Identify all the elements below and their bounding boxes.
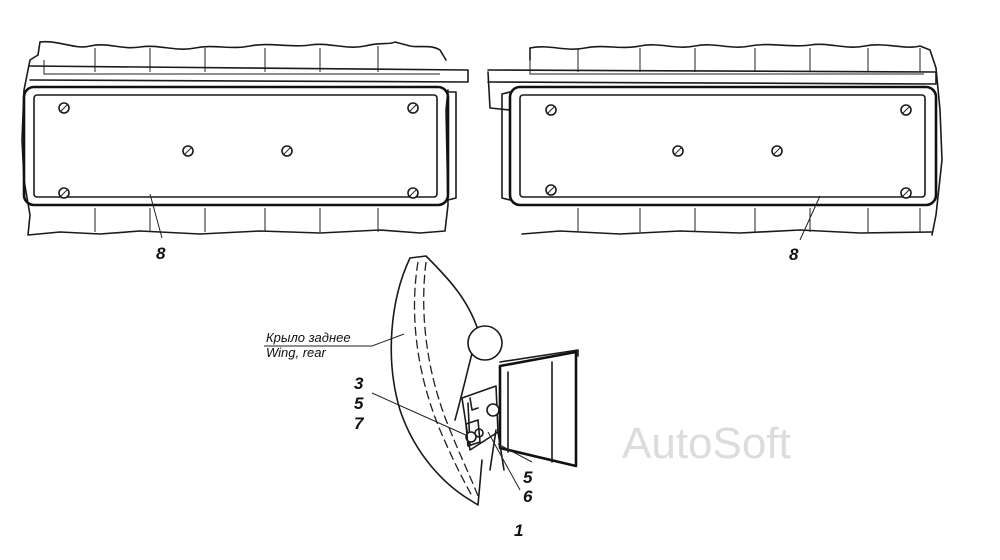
callout-8-left: 8 [156,244,166,263]
callout-6: 6 [523,487,533,506]
plate-screws-right [545,104,912,199]
callout-1: 1 [514,521,523,540]
rear-wing-detail [264,255,579,506]
round-lamp [467,325,503,361]
callout-5-lower: 5 [523,468,533,487]
callout-5-upper: 5 [354,394,364,413]
plate-holder-side-view [498,350,578,468]
callout-3: 3 [354,374,364,393]
wing-caption-ru: Крыло заднее [266,330,351,345]
wing-caption-en: Wing, rear [266,345,327,360]
callout-7: 7 [354,414,365,433]
callout-8-right: 8 [789,245,799,264]
left-rear-section [21,40,469,239]
right-rear-section [487,43,943,241]
number-plate-right [508,85,938,207]
number-plate-left [22,85,450,207]
watermark-text: AutoSoft [622,419,791,468]
plate-screws-left [58,102,419,199]
